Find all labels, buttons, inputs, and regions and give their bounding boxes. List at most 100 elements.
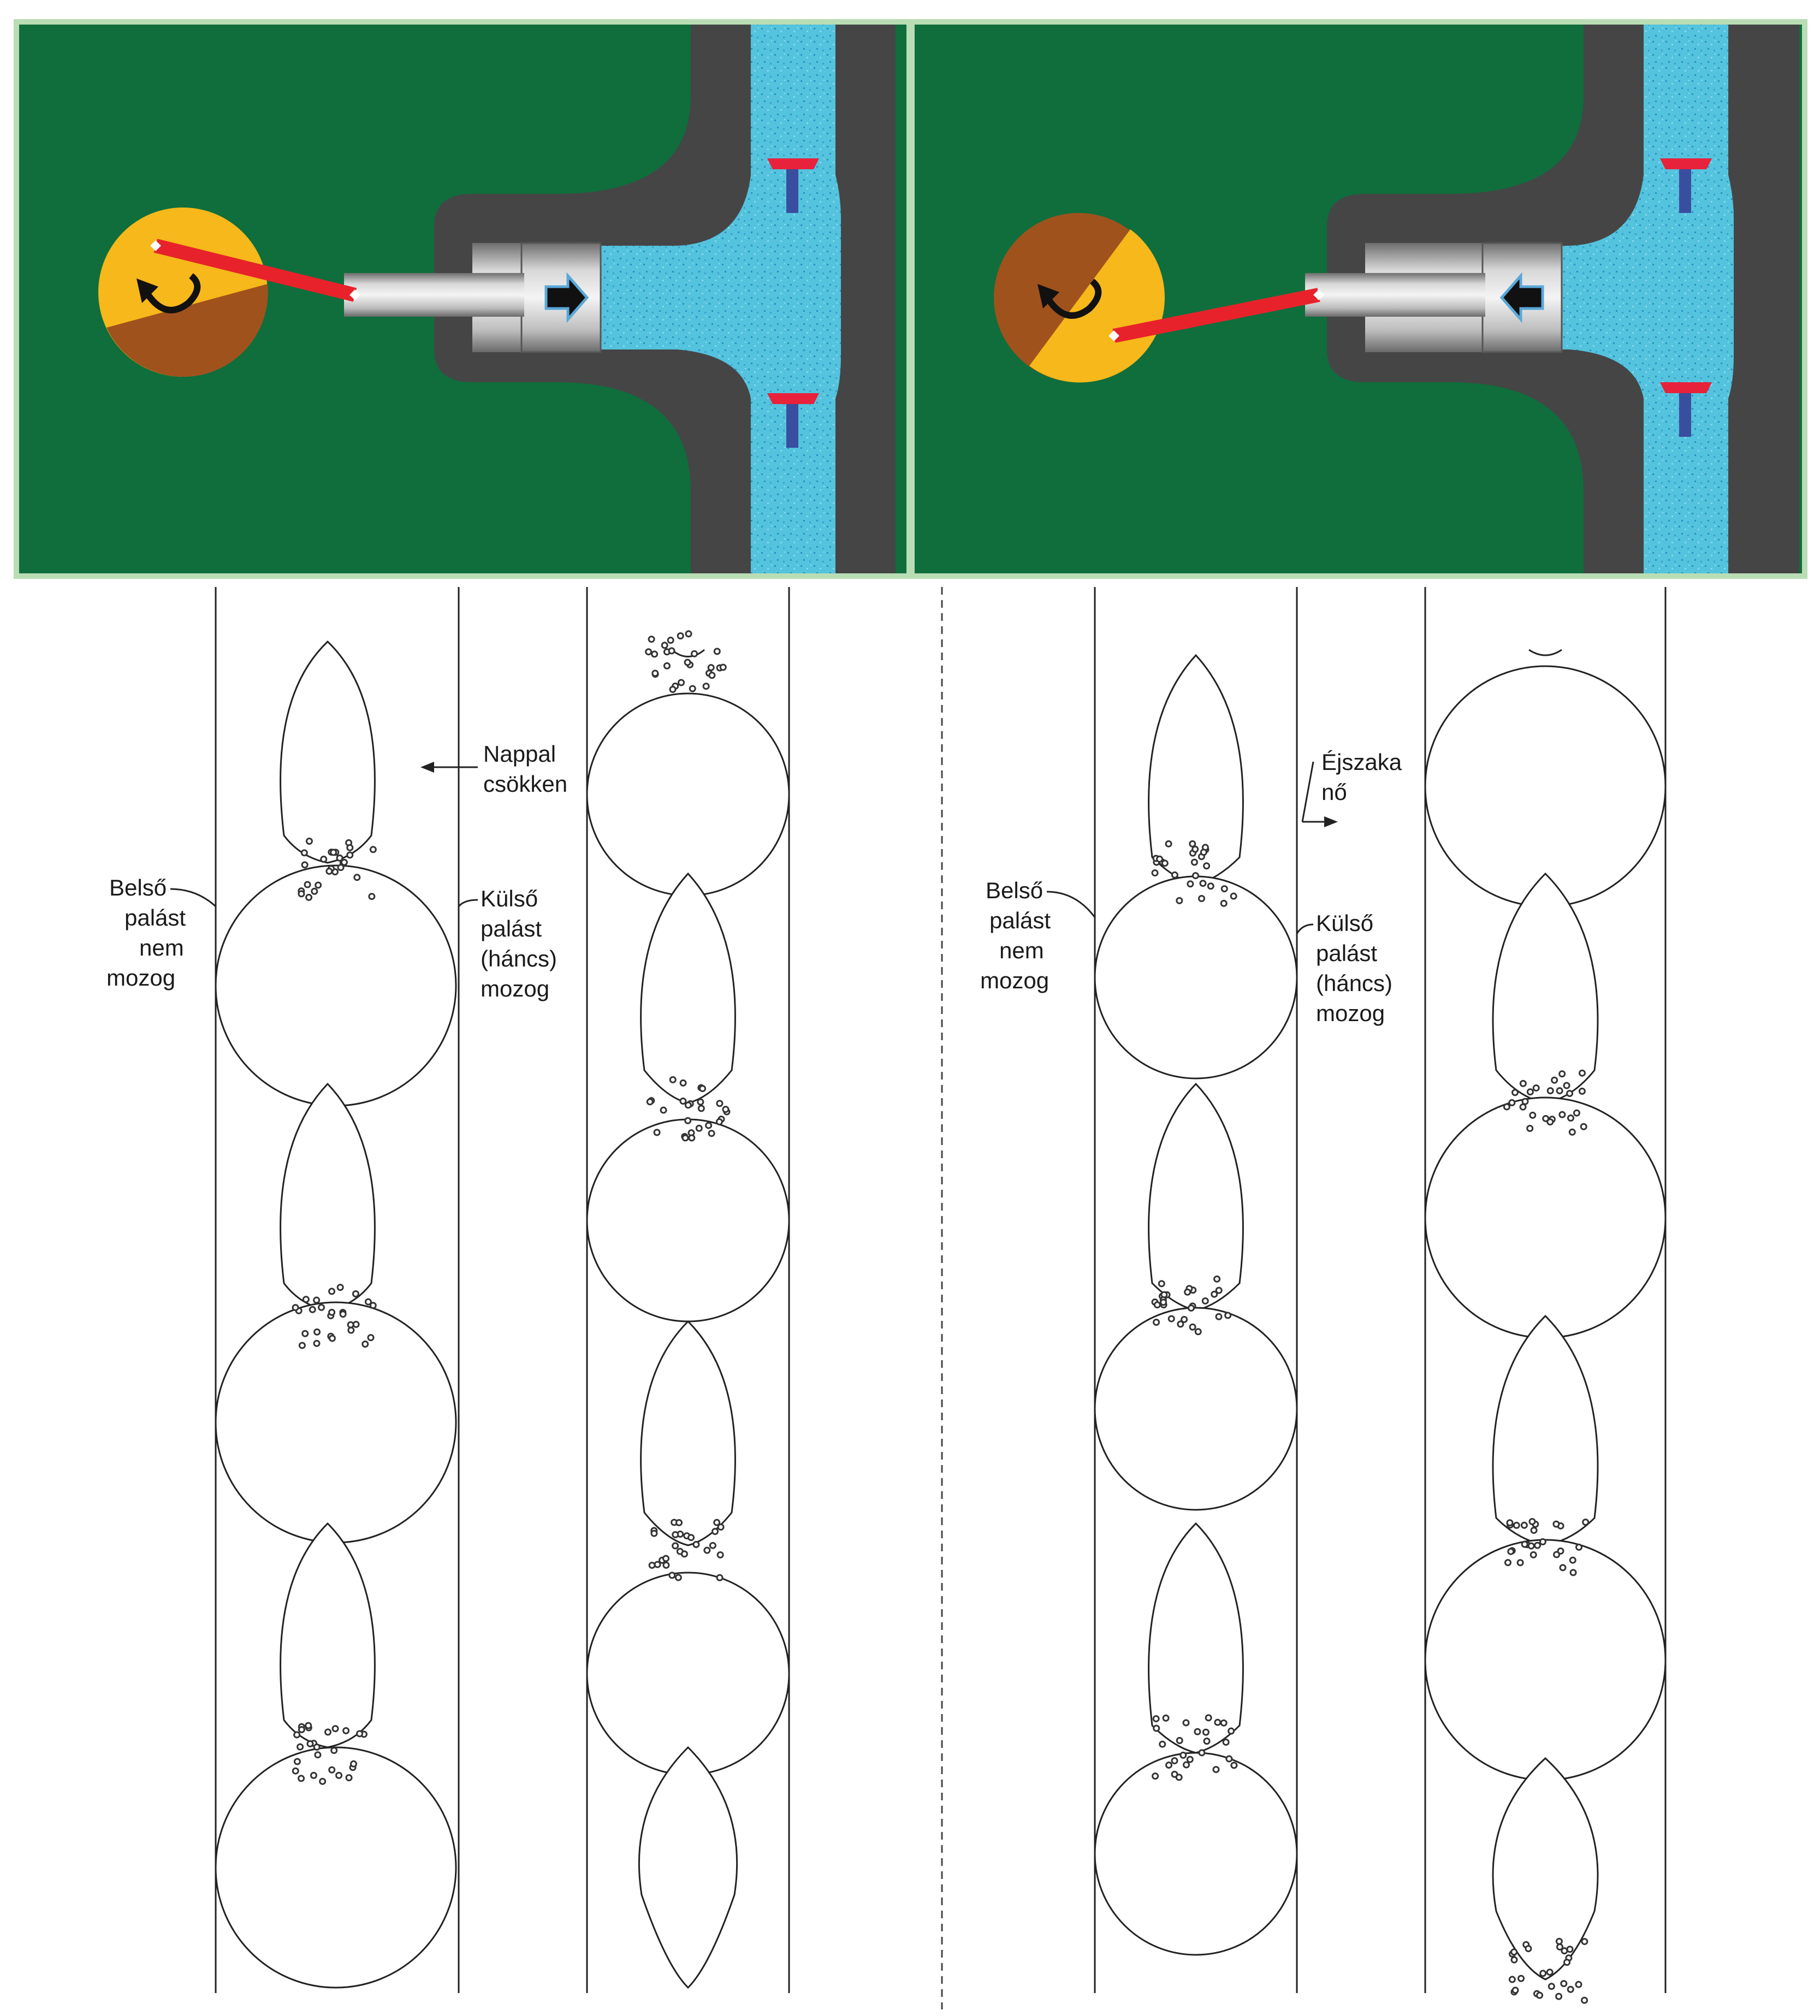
particle-dot <box>1508 1099 1516 1106</box>
particle-dot <box>1569 1569 1577 1576</box>
rotation-arrow-icon <box>1042 278 1102 319</box>
particle-dot <box>713 648 721 655</box>
particle-dot <box>697 1105 705 1112</box>
particle-dot <box>681 1134 689 1142</box>
particle-dot <box>298 890 305 898</box>
particle-dot <box>1539 1970 1547 1977</box>
particle-dot <box>1202 1728 1210 1736</box>
valve-lower <box>767 393 819 448</box>
particle-dot <box>1214 1718 1222 1726</box>
particle-dot <box>1230 892 1237 900</box>
particle-dot <box>668 647 675 655</box>
connecting-rod <box>1112 288 1320 343</box>
particle-dot <box>1162 1714 1170 1722</box>
particle-dot <box>648 636 655 643</box>
particle-dot <box>1575 1543 1582 1551</box>
cell-lens <box>280 1082 376 1312</box>
particle-dot <box>1175 1774 1183 1781</box>
cell-round <box>215 1301 457 1544</box>
sieve-tubes <box>215 587 1667 1993</box>
particle-dot <box>1151 869 1159 877</box>
particle-dot <box>1215 1313 1223 1320</box>
particle-dot <box>1548 1983 1555 1990</box>
particle-dot <box>1573 1109 1580 1117</box>
particle-dot <box>668 1572 676 1579</box>
particle-dot <box>305 838 313 845</box>
particle-dot <box>684 1101 692 1109</box>
particle-dot <box>346 851 354 859</box>
particle-dot <box>1546 1968 1554 1976</box>
particle-dot <box>1519 1080 1527 1087</box>
particle-dot <box>1532 1084 1540 1092</box>
particle-dot <box>1201 1297 1209 1305</box>
particle-dot <box>709 1541 716 1549</box>
particle-dot <box>717 1523 725 1531</box>
particle-dot <box>328 1308 336 1316</box>
particle-dot <box>1581 1938 1588 1946</box>
label-mozog: mozog <box>106 965 175 991</box>
label-palast: palást <box>125 905 186 930</box>
label-mozog: mozog <box>980 968 1049 993</box>
particle-dot <box>674 1574 682 1581</box>
particle-dot <box>1213 1275 1221 1283</box>
particle-dot <box>1161 859 1169 867</box>
particle-dot <box>1560 1980 1568 1988</box>
cell-round <box>586 692 790 897</box>
particle-dot <box>1189 1323 1196 1331</box>
label-nem: nem <box>999 938 1044 963</box>
cell-round <box>1094 1752 1298 1956</box>
particle-dot <box>305 893 313 901</box>
particle-dot <box>305 1722 312 1729</box>
particle-dot <box>1187 880 1194 888</box>
particle-dot <box>292 1304 299 1312</box>
particle-dot <box>1191 872 1199 880</box>
particle-dot <box>1167 1315 1175 1323</box>
particle-dot <box>646 1098 654 1106</box>
crank-wheel <box>98 207 268 377</box>
particle-dot <box>1198 895 1206 903</box>
particle-dot <box>353 874 361 881</box>
cells-column-2 <box>586 692 790 1989</box>
particle-dot <box>364 1298 372 1306</box>
particle-dot <box>722 1106 730 1113</box>
particle-dot <box>1199 880 1207 887</box>
particle-dot <box>1510 1956 1518 1964</box>
particle-dot <box>1179 1751 1187 1759</box>
arrow-left-icon <box>420 762 434 773</box>
particle-dot <box>663 662 671 669</box>
particle-dot <box>669 686 677 693</box>
particle-dot <box>339 1311 347 1318</box>
particle-dot <box>318 1303 325 1311</box>
particle-dot <box>1553 1551 1561 1558</box>
particle-dot <box>1171 871 1178 879</box>
particle-dot <box>1521 1540 1528 1548</box>
particle-dot <box>340 858 348 866</box>
particle-dot <box>1230 1762 1238 1769</box>
particle-dot <box>1508 1976 1516 1983</box>
particle-dot <box>293 1758 301 1765</box>
cell-lens <box>1148 1082 1244 1312</box>
particle-dot <box>1513 1521 1520 1529</box>
particle-dot <box>368 893 376 900</box>
label-palast: palást <box>989 908 1051 933</box>
particle-dot <box>1153 1301 1161 1309</box>
particle-dot <box>356 1730 364 1738</box>
particle-dot <box>1165 840 1172 847</box>
particle-dot <box>667 637 674 644</box>
piston-rod <box>344 273 524 317</box>
particle-dot <box>298 1726 305 1734</box>
particle-dot <box>677 679 685 686</box>
particle-dot <box>1556 1087 1563 1095</box>
particle-dot <box>1546 1087 1554 1094</box>
particle-dot <box>1165 1762 1173 1769</box>
particle-dot <box>298 1775 305 1782</box>
particle-dot <box>1506 1519 1514 1527</box>
particle-dot <box>1578 1069 1586 1077</box>
cell-lens <box>1492 872 1599 1104</box>
particle-dot <box>1228 1727 1235 1735</box>
particle-dot <box>350 1760 358 1768</box>
particle-dot <box>685 630 692 638</box>
particle-dot <box>687 1534 695 1541</box>
particle-dot <box>1569 1556 1576 1564</box>
particle-dot <box>1521 1098 1529 1105</box>
